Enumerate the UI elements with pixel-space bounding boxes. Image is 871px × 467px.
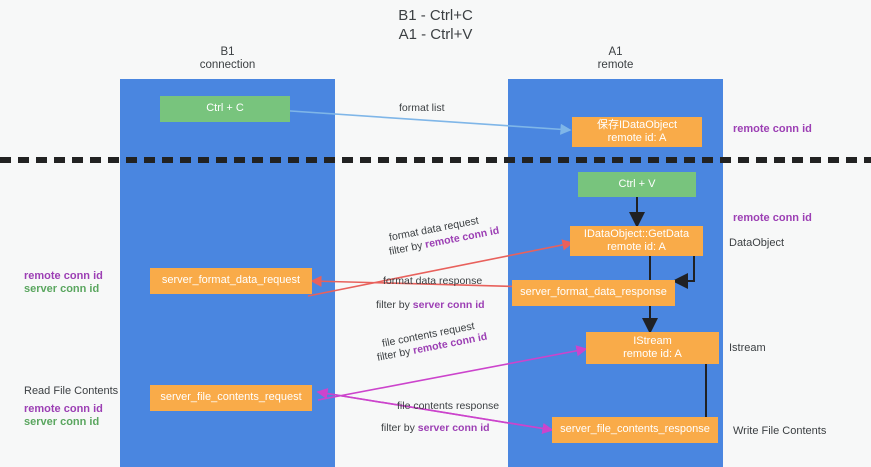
label-left-server-conn-id: server conn id [24, 283, 100, 295]
label-remote-conn-id-top: remote conn id [733, 123, 812, 135]
node-save-idataobject[interactable]: 保存IDataObject remote id: A [572, 117, 702, 147]
lane-header-b1: B1 connection [199, 46, 256, 71]
label-left-remote-conn-id: remote conn id [24, 270, 103, 282]
filter-by-value-4: server conn id [417, 422, 490, 434]
edge-label-file-contents-response: file contents response [397, 400, 500, 412]
section-divider [0, 157, 871, 163]
label-left-remote-conn-id-2: remote conn id [24, 403, 103, 415]
label-istream: Istream [729, 342, 766, 354]
filter-by-value-2: server conn id [412, 299, 485, 311]
node-ctrl-v[interactable]: Ctrl + V [578, 172, 696, 197]
label-remote-conn-id-mid: remote conn id [733, 212, 812, 224]
node-server-file-contents-request[interactable]: server_file_contents_request [150, 385, 312, 411]
label-left-server-conn-id-2: server conn id [24, 416, 100, 428]
label-read-file-contents: Read File Contents [24, 385, 119, 397]
edge-label-filter-by-server-conn-id-2: filter by server conn id [376, 299, 485, 312]
lane-header-a1: A1 remote [597, 46, 634, 71]
filter-by-prefix-4: filter by [381, 422, 418, 434]
node-server-file-contents-response[interactable]: server_file_contents_response [552, 417, 718, 443]
node-server-format-data-response[interactable]: server_format_data_response [512, 280, 675, 306]
label-write-file-contents: Write File Contents [733, 425, 827, 437]
node-ctrl-c[interactable]: Ctrl + C [160, 96, 290, 122]
connector-format-list [275, 109, 572, 135]
connector-getdata-to-format-response [672, 256, 695, 289]
filter-by-prefix-2: filter by [376, 299, 413, 311]
edge-label-format-list: format list [399, 102, 445, 114]
label-dataobject: DataObject [729, 237, 785, 249]
connector-file-contents-request [317, 345, 588, 401]
connector-format-data-request [307, 239, 574, 297]
node-getdata[interactable]: IDataObject::GetData remote id: A [570, 226, 703, 256]
edge-label-format-data-response: format data response [383, 275, 483, 287]
node-server-format-data-request[interactable]: server_format_data_request [150, 268, 312, 294]
edge-label-filter-by-server-conn-id-4: filter by server conn id [381, 422, 490, 435]
node-istream[interactable]: IStream remote id: A [586, 332, 719, 364]
connector-file-contents-response-right [317, 391, 554, 434]
page-title: B1 - Ctrl+C A1 - Ctrl+V [398, 7, 473, 43]
